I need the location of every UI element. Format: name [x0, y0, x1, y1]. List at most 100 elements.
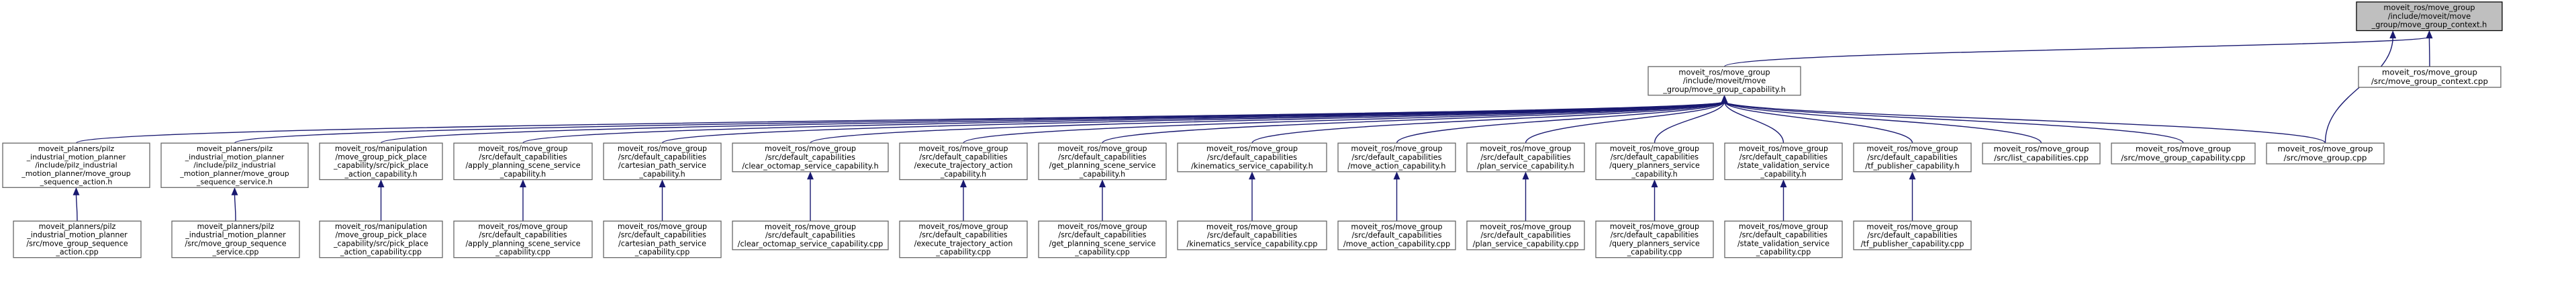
edge-state-valid-h-to-cap-h	[1723, 101, 1784, 144]
node-label-kinematics-cpp-line-1: moveit_ros/move_group	[1206, 222, 1298, 231]
node-box-query-planners-cpp	[1595, 220, 1714, 258]
node-label-clear-octomap-cpp-line-2: /src/default_capabilities	[765, 230, 855, 240]
node-pilz-seq-action-h[interactable]: moveit_planners/pilz_industrial_motion_p…	[2, 142, 150, 188]
node-label-query-planners-h-line-2: /src/default_capabilities	[1611, 153, 1699, 162]
node-label-query-planners-cpp-line-2: /src/default_capabilities	[1611, 231, 1699, 240]
node-state-valid-h[interactable]: moveit_ros/move_group/src/default_capabi…	[1724, 142, 1843, 181]
node-state-valid-cpp[interactable]: moveit_ros/move_group/src/default_capabi…	[1724, 220, 1843, 258]
node-label-move-action-cpp-line-3: /move_action_capability.cpp	[1343, 239, 1450, 248]
node-tf-pub-h[interactable]: moveit_ros/move_group/src/default_capabi…	[1853, 142, 1972, 173]
edge-pilz-seq-service-h-to-cap-h	[234, 101, 1725, 144]
node-label-state-valid-cpp-line-3: /state_validation_service	[1737, 239, 1829, 248]
node-label-pick-place-h-line-1: moveit_ros/manipulation	[335, 144, 427, 153]
node-pilz-seq-service-cpp[interactable]: moveit_planners/pilz_industrial_motion_p…	[171, 220, 300, 258]
node-label-pick-place-cpp-line-2: /move_group_pick_place	[336, 231, 427, 240]
node-plan-service-h[interactable]: moveit_ros/move_group/src/default_capabi…	[1466, 142, 1585, 173]
node-query-planners-h[interactable]: moveit_ros/move_group/src/default_capabi…	[1595, 142, 1714, 181]
arrowhead-mg-cpp-to-root	[2389, 30, 2397, 39]
node-box-ctx-cpp	[2358, 66, 2501, 88]
node-label-apply-ps-h-line-1: moveit_ros/move_group	[478, 144, 567, 153]
arrowhead-exec-traj-cpp-to-exec-traj-h	[960, 179, 967, 188]
edge-plan-service-h-to-cap-h	[1525, 101, 1725, 144]
node-get-ps-cpp[interactable]: moveit_ros/move_group/src/default_capabi…	[1038, 220, 1167, 258]
node-list-caps-cpp[interactable]: moveit_ros/move_group/src/list_capabilit…	[1982, 142, 2101, 164]
node-label-plan-service-h-line-3: /plan_service_capability.h	[1477, 161, 1574, 171]
node-label-query-planners-h-line-1: moveit_ros/move_group	[1610, 144, 1699, 153]
node-label-tf-pub-cpp-line-1: moveit_ros/move_group	[1866, 222, 1958, 231]
node-get-ps-h[interactable]: moveit_ros/move_group/src/default_capabi…	[1038, 142, 1167, 181]
arrowhead-pilz-seq-service-cpp-to-pilz-seq-service-h	[231, 187, 238, 195]
node-pick-place-h[interactable]: moveit_ros/manipulation/move_group_pick_…	[319, 142, 443, 181]
node-label-move-action-h-line-3: /move_action_capability.h	[1348, 161, 1446, 171]
node-plan-service-cpp[interactable]: moveit_ros/move_group/src/default_capabi…	[1466, 220, 1585, 250]
node-mg-cap-cpp[interactable]: moveit_ros/move_group/src/move_group_cap…	[2111, 142, 2256, 164]
node-label-cartesian-h-line-4: _capability.h	[638, 170, 685, 179]
node-label-query-planners-cpp-line-1: moveit_ros/move_group	[1610, 222, 1699, 231]
edge-mg-cpp-to-root	[2324, 36, 2393, 144]
node-box-mg-cap-cpp	[2111, 142, 2256, 164]
node-cartesian-cpp[interactable]: moveit_ros/move_group/src/default_capabi…	[603, 220, 722, 258]
node-mg-cpp[interactable]: moveit_ros/move_group/src/move_group.cpp	[2266, 142, 2385, 164]
node-label-pilz-seq-action-h-line-2: _industrial_motion_planner	[26, 152, 126, 161]
node-label-clear-octomap-h-line-2: /src/default_capabilities	[765, 152, 855, 162]
node-exec-traj-cpp[interactable]: moveit_ros/move_group/src/default_capabi…	[899, 220, 1028, 258]
node-label-cartesian-cpp-line-3: /cartesian_path_service	[618, 239, 706, 248]
node-apply-ps-h[interactable]: moveit_ros/move_group/src/default_capabi…	[453, 142, 593, 181]
edge-cap-h-to-root	[1723, 36, 2430, 67]
node-label-tf-pub-h-line-3: /tf_publisher_capability.h	[1865, 161, 1959, 171]
node-pilz-seq-service-h[interactable]: moveit_planners/pilz_industrial_motion_p…	[160, 142, 309, 188]
node-cartesian-h[interactable]: moveit_ros/move_group/src/default_capabi…	[603, 142, 722, 181]
node-pick-place-cpp[interactable]: moveit_ros/manipulation/move_group_pick_…	[319, 220, 443, 258]
node-label-cartesian-h-line-1: moveit_ros/move_group	[618, 144, 707, 153]
node-tf-pub-cpp[interactable]: moveit_ros/move_group/src/default_capabi…	[1853, 220, 1972, 250]
node-label-move-action-h-line-1: moveit_ros/move_group	[1351, 144, 1442, 153]
node-box-cartesian-cpp	[603, 220, 722, 258]
node-label-get-ps-h-line-3: /get_planning_scene_service	[1049, 161, 1156, 170]
arrowhead-apply-ps-cpp-to-apply-ps-h	[520, 179, 526, 188]
arrowhead-tf-pub-cpp-to-tf-pub-h	[1909, 171, 1916, 180]
node-query-planners-cpp[interactable]: moveit_ros/move_group/src/default_capabi…	[1595, 220, 1714, 258]
node-label-pilz-seq-service-cpp-line-4: _service.cpp	[212, 248, 259, 256]
node-box-tf-pub-h	[1853, 142, 1972, 173]
edge-pilz-seq-action-cpp-to-pilz-seq-action-h	[75, 193, 78, 222]
node-exec-traj-h[interactable]: moveit_ros/move_group/src/default_capabi…	[899, 142, 1028, 181]
node-pilz-seq-action-cpp[interactable]: moveit_planners/pilz_industrial_motion_p…	[13, 220, 142, 258]
edge-get-ps-h-to-cap-h	[1102, 101, 1725, 144]
node-label-get-ps-cpp-line-4: _capability.cpp	[1074, 248, 1130, 256]
arrowhead-cap-h-to-root	[2426, 30, 2433, 39]
node-label-pick-place-h-line-3: _capability/src/pick_place	[333, 161, 428, 170]
node-label-plan-service-cpp-line-2: /src/default_capabilities	[1480, 230, 1570, 240]
node-label-ctx-cpp-line-2: /src/move_group_context.cpp	[2371, 77, 2488, 86]
node-label-exec-traj-h-line-2: /src/default_capabilities	[919, 153, 1007, 162]
arrowhead-kinematics-cpp-to-kinematics-h	[1249, 171, 1255, 180]
node-root: moveit_ros/move_group/include/moveit/mov…	[2356, 1, 2503, 32]
node-kinematics-h[interactable]: moveit_ros/move_group/src/default_capabi…	[1177, 142, 1327, 173]
arrowhead-mg-cpp-to-cap-h	[1721, 95, 1728, 103]
node-label-tf-pub-h-line-2: /src/default_capabilities	[1867, 152, 1957, 162]
arrowhead-cartesian-cpp-to-cartesian-h	[659, 179, 666, 188]
node-box-cap-h	[1648, 66, 1801, 96]
node-move-action-h[interactable]: moveit_ros/move_group/src/default_capabi…	[1337, 142, 1456, 173]
node-label-cartesian-cpp-line-4: _capability.cpp	[634, 248, 690, 256]
arrowhead-clear-octomap-cpp-to-clear-octomap-h	[807, 171, 814, 180]
node-box-pilz-seq-service-h	[160, 142, 309, 188]
node-clear-octomap-cpp[interactable]: moveit_ros/move_group/src/default_capabi…	[732, 220, 889, 250]
node-label-exec-traj-cpp-line-4: _capability.cpp	[935, 248, 991, 256]
node-label-state-valid-h-line-2: /src/default_capabilities	[1739, 153, 1827, 162]
node-clear-octomap-h[interactable]: moveit_ros/move_group/src/default_capabi…	[732, 142, 889, 173]
node-box-plan-service-h	[1466, 142, 1585, 173]
node-kinematics-cpp[interactable]: moveit_ros/move_group/src/default_capabi…	[1177, 220, 1327, 250]
node-move-action-cpp[interactable]: moveit_ros/move_group/src/default_capabi…	[1337, 220, 1456, 250]
node-label-mg-cap-cpp-line-1: moveit_ros/move_group	[2136, 144, 2231, 154]
edge-layer	[73, 30, 2433, 222]
node-label-plan-service-h-line-2: /src/default_capabilities	[1480, 152, 1570, 162]
node-label-move-action-h-line-2: /src/default_capabilities	[1351, 152, 1441, 162]
node-ctx-cpp[interactable]: moveit_ros/move_group/src/move_group_con…	[2358, 66, 2501, 88]
node-label-state-valid-h-line-3: /state_validation_service	[1737, 161, 1829, 170]
node-apply-ps-cpp[interactable]: moveit_ros/move_group/src/default_capabi…	[453, 220, 593, 258]
node-box-get-ps-h	[1038, 142, 1167, 181]
node-box-mg-cpp	[2266, 142, 2385, 164]
node-label-pilz-seq-action-cpp-line-1: moveit_planners/pilz	[39, 222, 116, 231]
node-cap-h[interactable]: moveit_ros/move_group/include/moveit/mov…	[1648, 66, 1801, 96]
node-label-pilz-seq-service-h-line-1: moveit_planners/pilz	[197, 144, 273, 153]
